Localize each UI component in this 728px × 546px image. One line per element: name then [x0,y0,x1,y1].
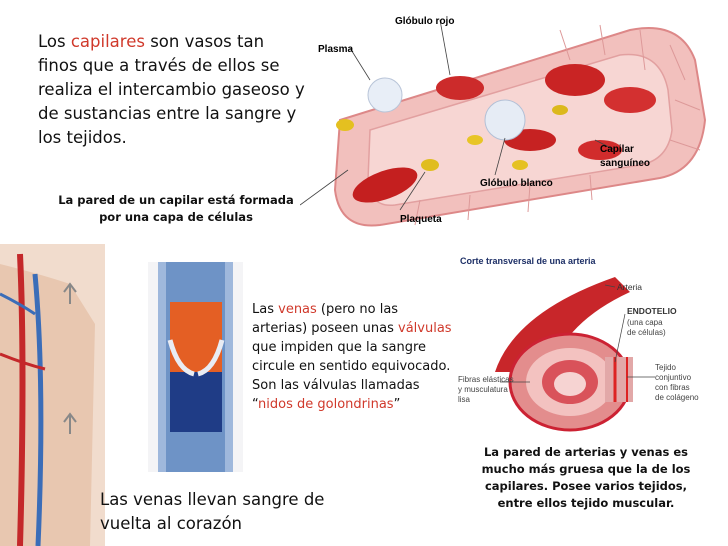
label-tejido-2: conjuntivo [655,373,692,382]
vein-valve-illustration [148,262,243,472]
white-blood-cell [367,77,403,113]
artery-cross-section: Corte transversal de una arteria Arteria… [458,256,699,432]
label-capillary-2: sanguíneo [600,158,650,169]
venas-h2: válvulas [398,321,452,336]
capillaries-intro-text: Los capilares son vasos tan finos que a … [38,30,308,150]
veins-return-text: Las venas llevan sangre de vuelta al cor… [100,490,325,533]
venas-t1: Las [252,302,279,317]
label-tejido-1: Tejido [655,363,676,372]
venas-t3: que impiden que la sangre circule en sen… [252,340,451,412]
label-fibras-1: Fibras elásticas [458,375,514,384]
label-red-cell: Glóbulo rojo [395,16,454,27]
label-endotelio-sub2: de células) [627,328,666,337]
label-white-cell: Glóbulo blanco [480,178,553,189]
artery-figure-title: Corte transversal de una arteria [460,256,597,266]
venas-h1: venas [278,302,317,317]
intro-rest: son vasos tan finos que a través de ello… [38,32,305,147]
intro-prefix: Los [38,32,71,51]
torso-illustration [0,244,105,546]
venas-h3: nidos de golondrinas [258,397,394,412]
platelet [336,119,354,131]
capillary-wall-caption: La pared de un capilar está formada por … [58,193,294,224]
label-tejido-4: de colágeno [655,393,699,402]
label-plasma: Plasma [318,44,353,55]
veins-paragraph: Las venas (pero no las arterias) poseen … [252,300,457,414]
label-artery: Arteria [617,282,642,292]
venas-t4: ” [393,397,401,412]
label-tejido-3: con fibras [655,383,690,392]
venas-t2: (pero no las arterias) poseen unas [252,302,399,336]
label-capillary-1: Capilar [600,144,634,155]
label-platelet: Plaqueta [400,214,442,225]
label-endotelio: ENDOTELIO [627,306,677,316]
red-blood-cell [436,76,484,100]
capillary-illustration: Glóbulo rojo Plasma Capilar sanguíneo Gl… [300,16,707,227]
arteries-veins-caption: La pared de arterias y venas es mucho má… [481,445,691,510]
valve-flaps [167,339,225,377]
label-endotelio-sub1: (una capa [627,318,663,327]
label-fibras-2: y musculatura [458,385,508,394]
label-fibras-3: lisa [458,395,471,404]
intro-highlight: capilares [70,32,145,51]
